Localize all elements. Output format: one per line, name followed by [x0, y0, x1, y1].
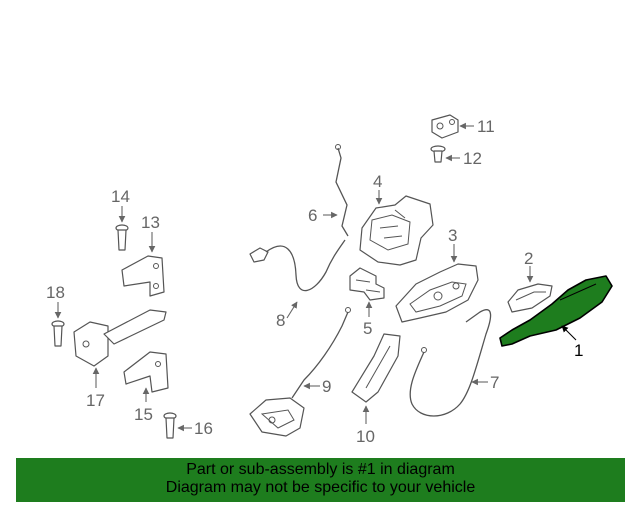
part-18-bolt: [51, 302, 65, 347]
callout-13: 13: [141, 213, 160, 232]
callout-18: 18: [46, 283, 65, 302]
parts-diagram: 1 2 3 4 5 6 7 8 9 10 11 12 13 14 15 16 1…: [46, 114, 613, 446]
callout-7: 7: [490, 373, 499, 392]
callout-6: 6: [308, 206, 317, 225]
callout-9: 9: [322, 377, 331, 396]
part-14-bolt: [115, 206, 129, 251]
part-13-hinge: [121, 232, 165, 297]
part-3-latch: [395, 244, 479, 323]
note-line-1: Part or sub-assembly is #1 in diagram: [186, 461, 455, 478]
callout-10: 10: [356, 427, 375, 446]
diagram-note-banner: Part or sub-assembly is #1 in diagram Di…: [16, 458, 625, 502]
callout-1: 1: [574, 341, 583, 360]
callout-5: 5: [363, 319, 372, 338]
part-17-check-strap: [73, 309, 167, 388]
part-4-lock-actuator: [359, 190, 434, 266]
part-2-cap: [507, 266, 553, 313]
callout-3: 3: [448, 226, 457, 245]
part-1-outside-handle: [499, 275, 613, 347]
callout-12: 12: [463, 149, 482, 168]
callout-15: 15: [134, 405, 153, 424]
note-line-2: Diagram may not be specific to your vehi…: [165, 479, 476, 496]
callout-4: 4: [373, 172, 382, 191]
callout-2: 2: [524, 249, 533, 268]
part-11-striker: [431, 114, 474, 139]
callout-14: 14: [111, 187, 130, 206]
callout-11: 11: [477, 117, 495, 136]
part-7-cable: [409, 309, 492, 417]
part-9-lock-cable: [249, 307, 351, 437]
part-5-bracket: [349, 267, 385, 317]
part-16-bolt: [163, 412, 192, 439]
part-10-bracket: [351, 333, 401, 424]
part-12-screw: [430, 145, 460, 163]
callout-17: 17: [86, 391, 105, 410]
callout-16: 16: [194, 419, 213, 438]
part-6-rod: [323, 144, 349, 237]
part-15-hinge: [123, 351, 169, 402]
part-8-cable: [249, 239, 346, 319]
callout-8: 8: [276, 311, 285, 330]
